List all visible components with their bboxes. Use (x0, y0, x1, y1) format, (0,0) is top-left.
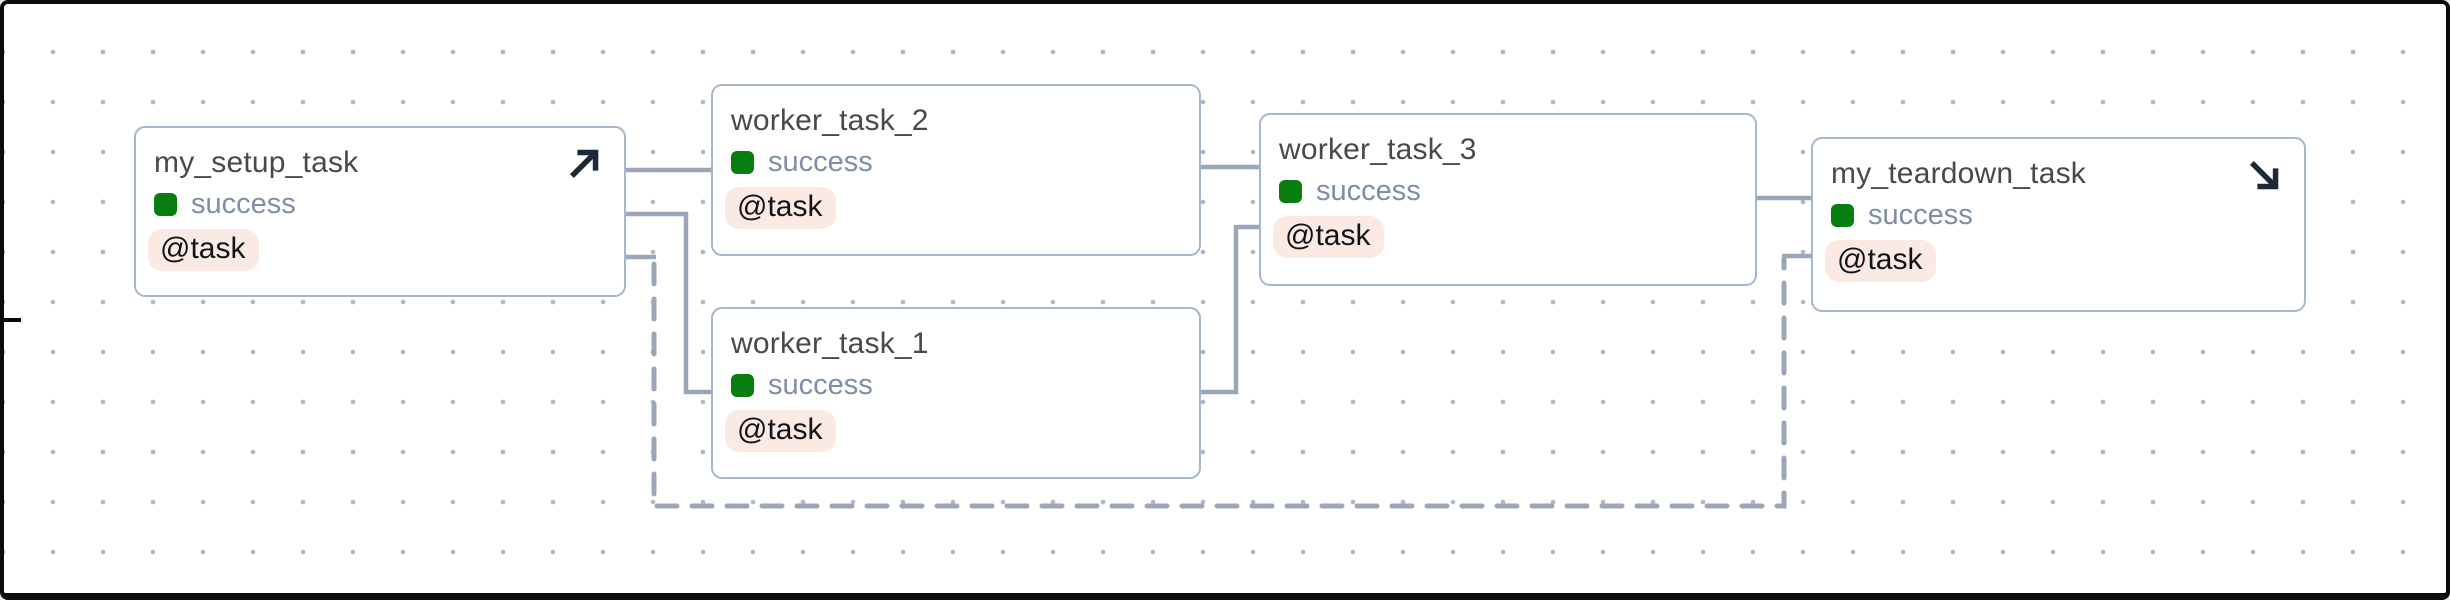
task-name: my_setup_task (154, 146, 359, 179)
task-name: worker_task_3 (1279, 133, 1477, 166)
task-name: my_teardown_task (1831, 157, 2086, 190)
task-decorator-badge: @task (1273, 216, 1385, 258)
status-label: success (1868, 199, 1973, 231)
status-success-icon (731, 150, 754, 174)
panel-edge-tick (4, 318, 21, 322)
task-status-row: success (1279, 176, 1735, 206)
task-status-row: success (1831, 200, 2284, 230)
teardown-arrow-icon (2242, 153, 2286, 197)
task-status-row: success (731, 370, 1179, 400)
status-success-icon (731, 373, 754, 397)
status-label: success (1316, 175, 1421, 207)
task-name: worker_task_1 (731, 327, 929, 360)
status-label: success (768, 146, 873, 178)
task-decorator-badge: @task (725, 187, 837, 229)
status-label: success (768, 369, 873, 401)
task-status-row: success (154, 189, 604, 219)
status-success-icon (1279, 179, 1302, 203)
task-name: worker_task_2 (731, 104, 929, 137)
status-success-icon (154, 192, 177, 216)
task-status-row: success (731, 147, 1179, 177)
status-label: success (191, 188, 296, 220)
task-decorator-badge: @task (725, 410, 837, 452)
edge-my_setup_task-to-worker_task_1 (626, 211, 711, 395)
task-decorator-badge: @task (1825, 240, 1937, 282)
status-success-icon (1831, 203, 1854, 227)
task-decorator-badge: @task (148, 229, 260, 271)
edge-worker_task_1-to-worker_task_3 (1201, 224, 1259, 395)
setup-arrow-icon (562, 142, 606, 186)
